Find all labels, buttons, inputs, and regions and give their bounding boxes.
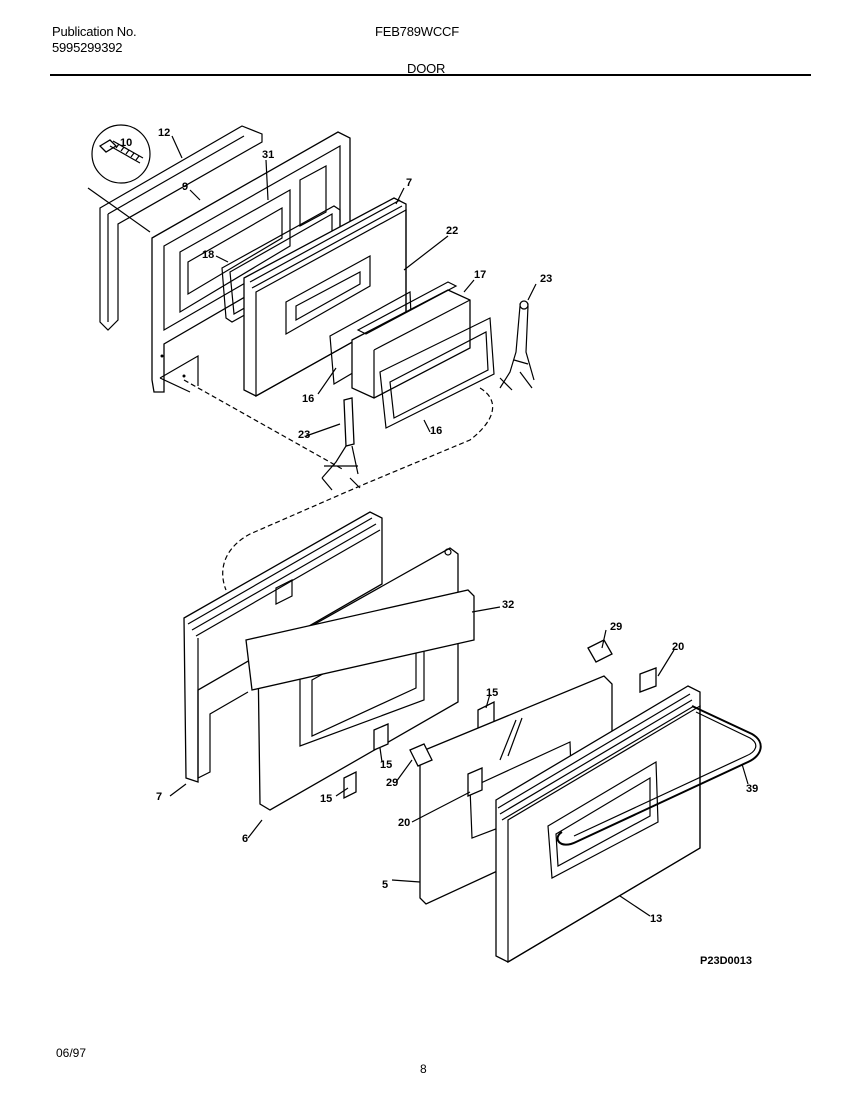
callout-13: 13 [650,913,662,925]
header-rule [50,74,811,76]
publication-number: 5995299392 [52,40,123,55]
trim-panel-32 [245,589,475,691]
footer-date: 06/97 [56,1046,87,1060]
callout-20-right: 20 [672,641,684,653]
clip-15-b [373,723,389,751]
bolt-part-10 [91,124,151,184]
callout-10: 10 [120,137,132,149]
clip-15-c [343,770,357,800]
callout-12: 12 [158,127,170,139]
callout-29-right: 29 [610,621,622,633]
callout-6: 6 [242,833,248,845]
glass-pane-16-b [379,317,495,429]
bracket-20-right [639,667,657,693]
gasket-frame-12 [87,125,263,331]
drawing-code: P23D0013 [700,955,752,967]
callout-23-right: 23 [540,273,552,285]
callout-7-lower: 7 [156,791,162,803]
model-number: FEB789WCCF [375,24,459,39]
callout-22: 22 [446,225,458,237]
callout-15-a: 15 [486,687,498,699]
callout-17: 17 [474,269,486,281]
outer-door-panel-13 [495,685,701,964]
callout-16-front: 16 [430,425,442,437]
standoff-29-right [587,639,613,663]
callout-7-upper: 7 [406,177,412,189]
callout-15-c: 15 [320,793,332,805]
callout-9: 9 [182,181,188,193]
page-number: 8 [420,1062,427,1076]
door-handle-39 [556,705,762,846]
section-title: DOOR [407,61,446,76]
callout-18: 18 [202,249,214,261]
hinge-23-left [321,397,361,491]
bracket-20-left [467,767,483,797]
callout-23-left: 23 [298,429,310,441]
publication-label: Publication No. [52,24,137,39]
callout-39: 39 [746,783,758,795]
callout-5: 5 [382,879,388,891]
callout-29-left: 29 [386,777,398,789]
callout-32: 32 [502,599,514,611]
standoff-29-left [409,743,433,767]
callout-31: 31 [262,149,274,161]
callout-16-left: 16 [302,393,314,405]
callout-20-left: 20 [398,817,410,829]
hinge-23-right [499,300,535,391]
callout-15-b: 15 [380,759,392,771]
